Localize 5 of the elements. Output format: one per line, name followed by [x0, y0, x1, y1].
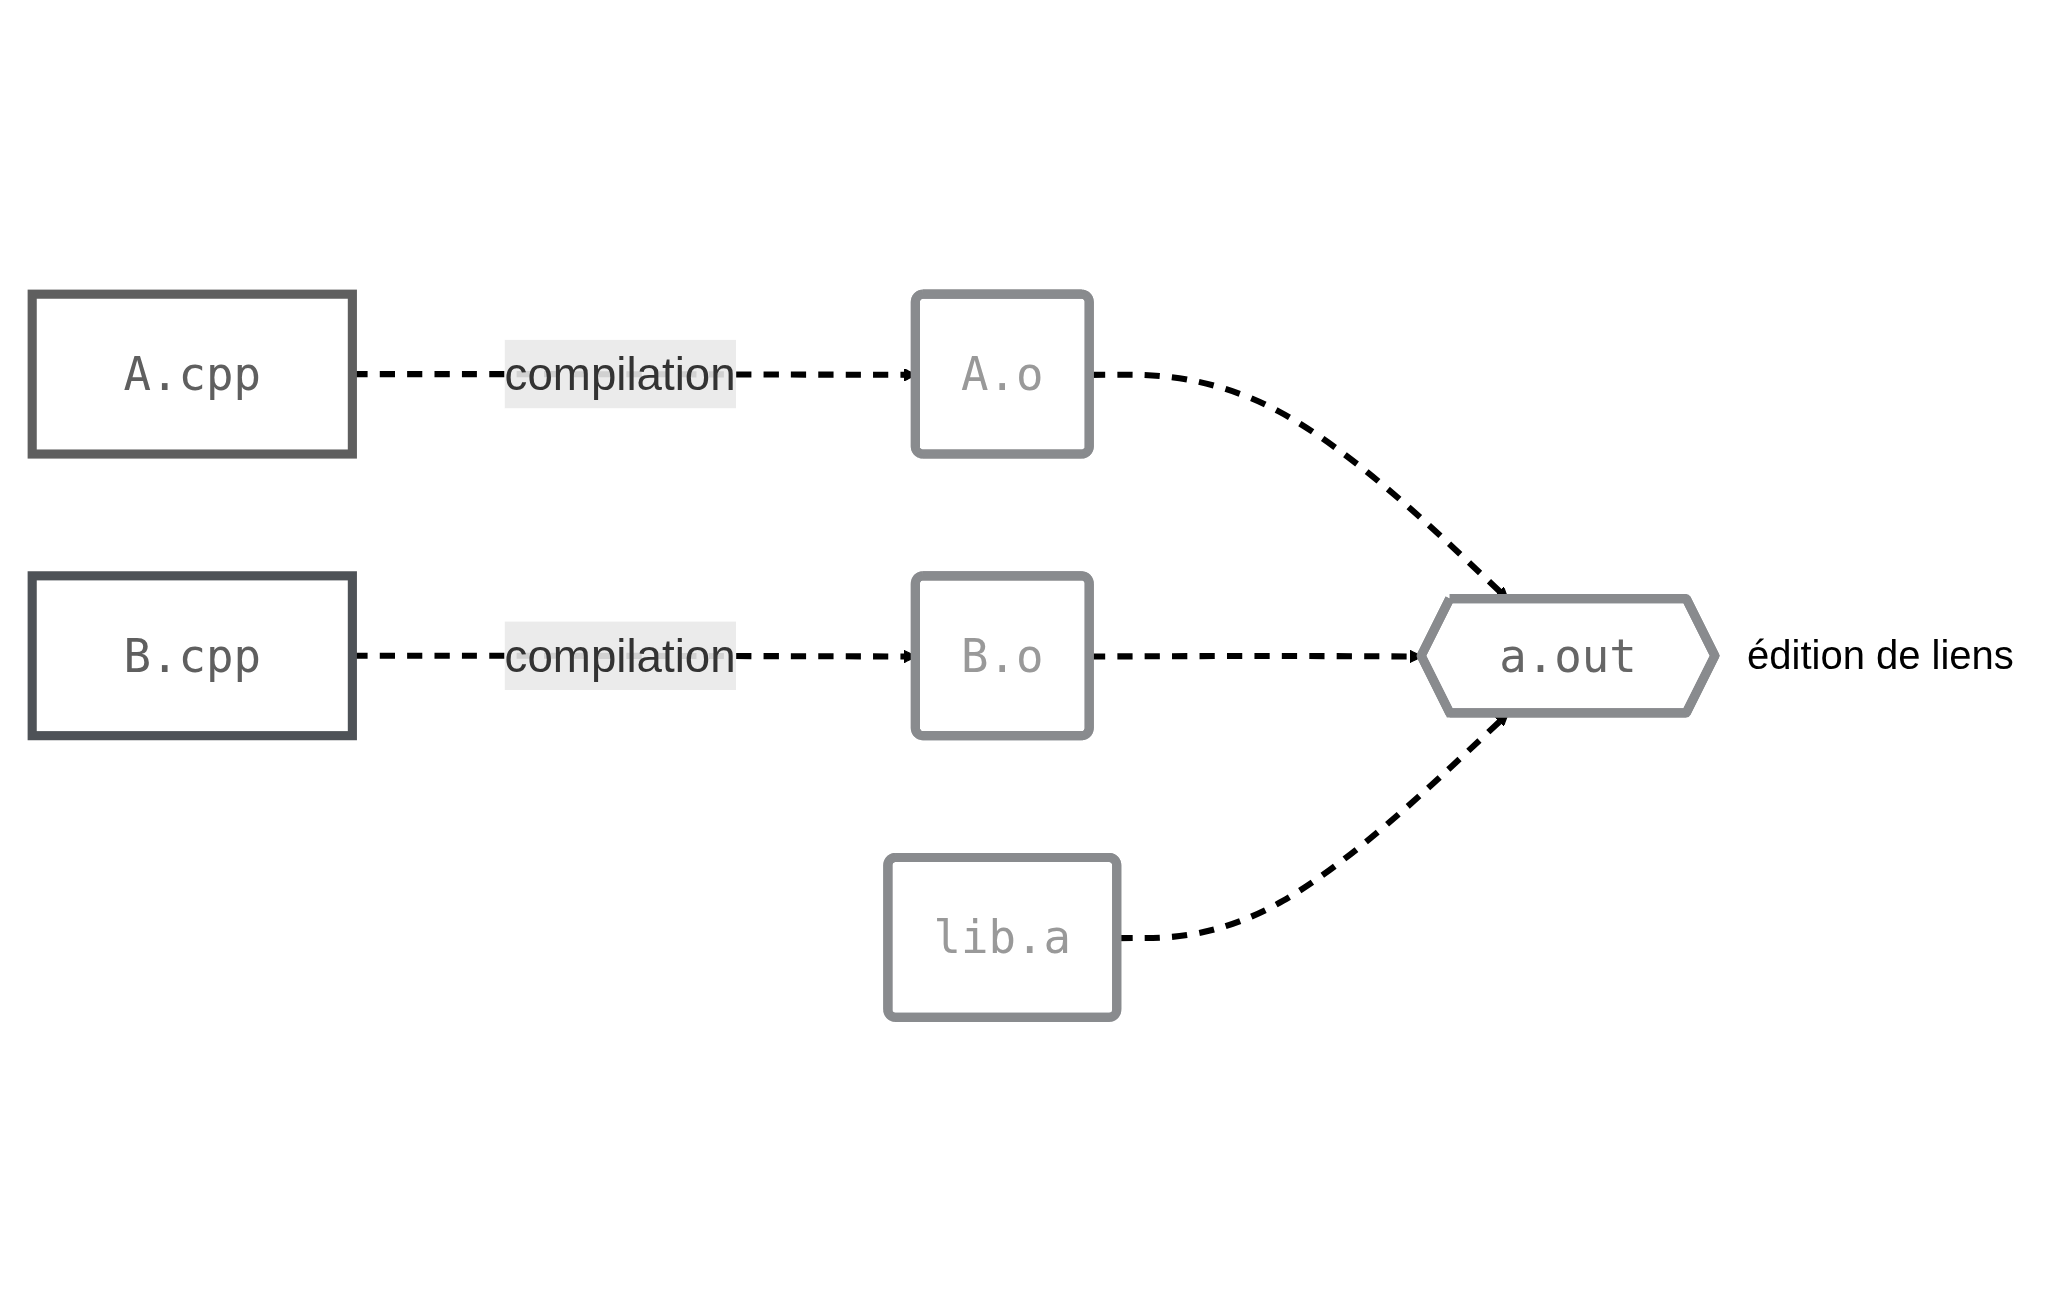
node-box: B.cpp: [27, 571, 357, 740]
edge-label: compilation: [504, 630, 736, 681]
edge-label: compilation: [504, 348, 736, 399]
note-text: édition de liens: [1747, 633, 2015, 678]
node-box: A.cpp: [27, 289, 357, 459]
